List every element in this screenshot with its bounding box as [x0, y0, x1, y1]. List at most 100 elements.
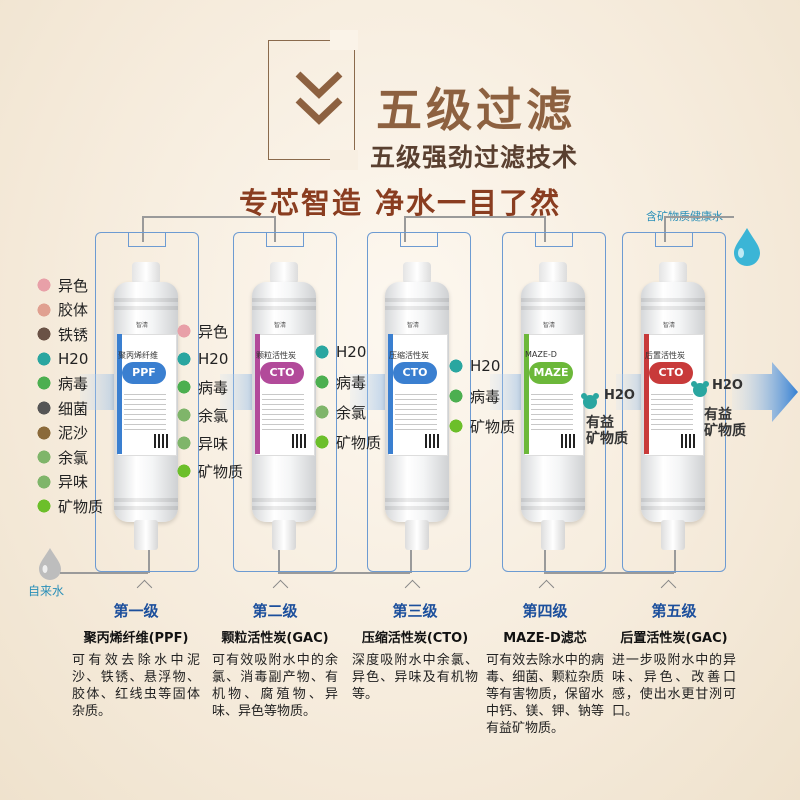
stage4-h2o-label: H2O [604, 388, 635, 403]
impurity-label: 异色 [198, 322, 229, 341]
pipe-4-5-bottom [544, 572, 674, 574]
qr-code-icon [681, 434, 695, 448]
impurity-item: 矿物质 [312, 430, 381, 454]
stage4-mineral-line1: 有益 [586, 415, 614, 431]
header-logo-frame [268, 40, 355, 160]
pipe-inlet [60, 572, 148, 574]
logo-frame-gap-top [330, 30, 358, 50]
stage-4: 第四级 MAZE-D滤芯 可有效去除水中的病毒、细菌、颗粒杂质等有害物质，保留水… [486, 600, 604, 737]
impurity-label: 矿物质 [336, 433, 382, 452]
impurity-label: 泥沙 [58, 424, 89, 443]
cartridge-brand: 智清 [543, 322, 556, 329]
pipe-5-top [664, 216, 666, 242]
qr-code-icon [561, 434, 575, 448]
cartridge-ppf: 智清 聚丙烯纤维 PPF [114, 262, 178, 552]
water-molecule-icon [446, 356, 466, 376]
virus-icon [312, 372, 332, 392]
impurity-label: 病毒 [198, 378, 229, 397]
pipe-3-4-top [404, 216, 544, 218]
impurity-item: 异色 [174, 319, 228, 343]
chlorine-icon [34, 447, 54, 468]
pipe-2-top-down [274, 216, 276, 242]
impurity-label: 铁锈 [58, 325, 89, 344]
double-chevron-down-icon [295, 71, 343, 125]
impurity-item: 病毒 [446, 384, 500, 408]
impurity-label: 病毒 [58, 374, 89, 393]
impurity-label: 余氯 [198, 406, 229, 425]
mineral-icon [446, 416, 466, 436]
cartridge-gac: 智清 颗粒活性炭 CTO [252, 262, 316, 552]
impurity-item: 病毒 [312, 370, 366, 394]
blob-icon [34, 299, 54, 320]
impurity-item: 矿物质 [446, 414, 515, 438]
impurity-item: 细菌 [34, 396, 88, 420]
cartridge-label: 压缩活性炭 [389, 351, 429, 360]
cartridge-maze-d: 智清 MAZE-D MAZE [521, 262, 585, 552]
odor-icon [34, 471, 54, 492]
stage-1: 第一级 聚丙烯纤维(PPF) 可有效去除水中泥沙、铁锈、悬浮物、胶体、红线虫等固… [72, 600, 200, 720]
impurity-item: 余氯 [312, 400, 366, 424]
pipe-4-top [544, 216, 546, 242]
stage4-mineral-line2: 矿物质 [586, 431, 628, 447]
cartridge-label: 聚丙烯纤维 [118, 351, 158, 360]
page-title: 五级过滤 [376, 83, 576, 137]
cartridge-badge: CTO [393, 362, 437, 384]
pipe-1-top-up [142, 216, 144, 242]
logo-frame-gap-bottom [330, 150, 358, 170]
stage-3: 第三级 压缩活性炭(CTO) 深度吸附水中余氯、异色、异味及有机物等。 [352, 600, 478, 703]
impurity-label: 异味 [198, 434, 229, 453]
impurity-label: 余氯 [58, 448, 89, 467]
cartridge-brand: 智清 [407, 322, 420, 329]
clean-water-drop-icon [734, 228, 760, 266]
pipe-3-top [404, 216, 406, 242]
water-molecule-icon [174, 349, 194, 369]
qr-code-icon [425, 434, 439, 448]
sand-icon [34, 422, 54, 443]
impurity-label: 异味 [58, 473, 89, 492]
impurity-item: 矿物质 [34, 494, 103, 518]
stage-name: 压缩活性炭(CTO) [361, 631, 469, 646]
bacteria-icon [34, 398, 54, 418]
stage5-h2o-label: H2O [712, 378, 743, 393]
water-molecule-icon [581, 393, 599, 409]
water-molecule-icon [691, 381, 709, 397]
pipe-5-bottom [674, 548, 676, 573]
stage5-mineral-line2: 矿物质 [704, 423, 746, 439]
impurity-item: 泥沙 [34, 421, 88, 445]
virus-icon [174, 377, 194, 397]
cartridge-badge: CTO [260, 362, 304, 384]
stage-title: 第四级 [522, 602, 568, 620]
stage-2: 第二级 颗粒活性炭(GAC) 可有效吸附水中的余氯、消毒副产物、有机物、腐殖物、… [212, 600, 338, 720]
qr-code-icon [154, 434, 168, 448]
virus-icon [446, 386, 466, 406]
impurity-item: 矿物质 [174, 459, 243, 483]
impurity-item: 异色 [34, 273, 88, 297]
page-subtitle: 五级强劲过滤技术 [370, 143, 579, 172]
impurity-label: 余氯 [336, 403, 367, 422]
cartridge-badge: MAZE [529, 362, 573, 384]
tap-water-drop-icon [39, 548, 61, 580]
cartridge-brand: 智清 [136, 322, 149, 329]
impurity-item: 异味 [174, 431, 228, 455]
stage-desc: 可有效去除水中泥沙、铁锈、悬浮物、胶体、红线虫等固体杂质。 [72, 653, 200, 719]
stage-desc: 可有效去除水中的病毒、细菌、颗粒杂质等有害物质，保留水中钙、镁、钾、钠等有益矿物… [486, 653, 604, 736]
cartridge-brand: 智清 [274, 322, 287, 329]
impurity-label: 异色 [58, 276, 89, 295]
stage-desc: 深度吸附水中余氯、异色、异味及有机物等。 [352, 653, 478, 702]
cartridge-label: 后置活性炭 [645, 351, 685, 360]
impurity-label: 病毒 [336, 373, 367, 392]
stage-name: MAZE-D滤芯 [503, 631, 587, 646]
impurity-item: 病毒 [34, 371, 88, 395]
impurity-item: H20 [34, 347, 88, 371]
cartridge-cto: 智清 压缩活性炭 CTO [385, 262, 449, 552]
impurity-label: H20 [470, 357, 501, 375]
pipe-2-bottom [278, 548, 280, 573]
pipe-2-3-bottom [278, 572, 410, 574]
virus-icon [34, 373, 54, 394]
mineral-icon [174, 461, 194, 481]
pipe-outlet [664, 216, 734, 218]
cartridge-badge: CTO [649, 362, 693, 384]
chlorine-icon [312, 402, 332, 422]
cartridge-brand: 智清 [663, 322, 676, 329]
impurity-item: H20 [174, 347, 228, 371]
